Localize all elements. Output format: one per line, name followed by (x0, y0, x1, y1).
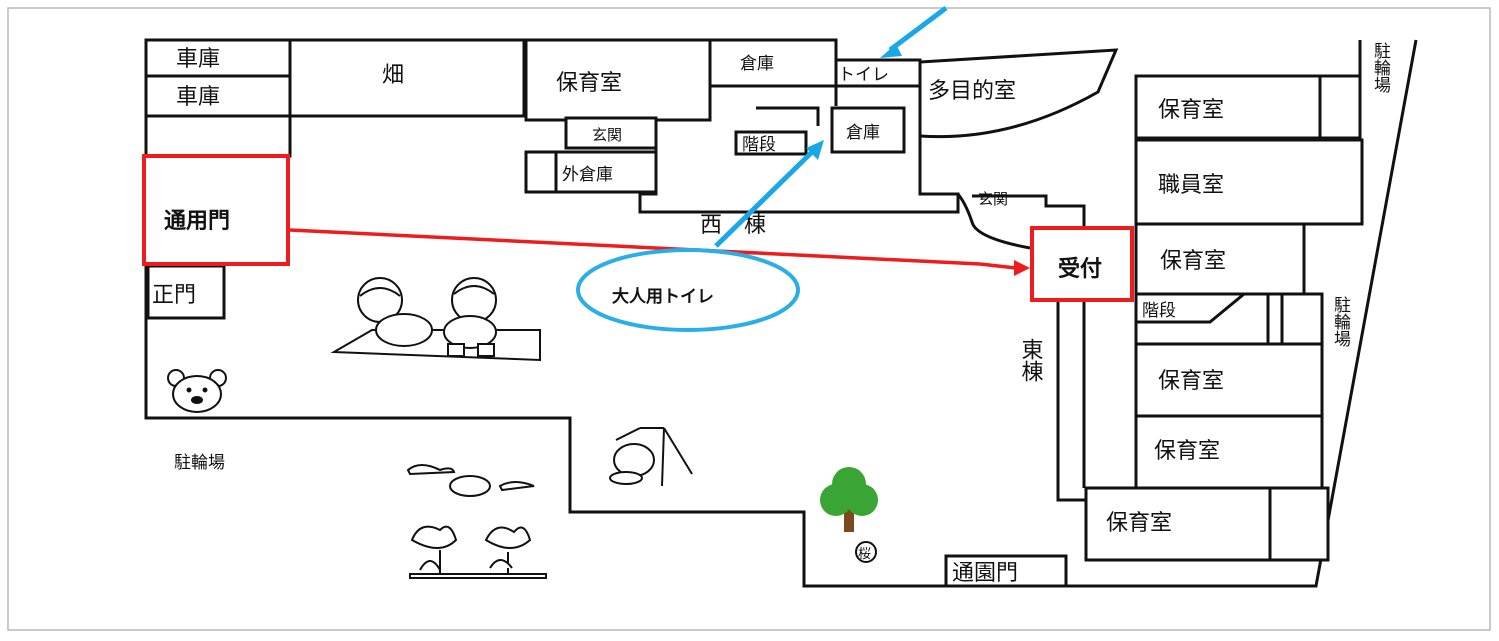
nursery-west (524, 38, 712, 122)
main-gate-label: 正門 (152, 283, 196, 308)
adult-toilet-callout (576, 248, 800, 332)
garage-1-label: 車庫 (176, 47, 220, 72)
stairs-west (734, 106, 820, 156)
common-gate-box (142, 154, 290, 266)
garden-gate (944, 554, 1068, 588)
west-wing-body (638, 118, 960, 214)
birds-tulips-icon (406, 464, 547, 579)
entrance-west (564, 116, 658, 150)
nursery-e2 (1134, 342, 1324, 418)
stairs-west-label: 階段 (742, 135, 776, 155)
field-label: 畑 (382, 63, 404, 88)
staff-room (1134, 138, 1364, 226)
entrance-west-label: 玄関 (592, 126, 622, 144)
stairs-east-label: 階段 (1142, 301, 1176, 321)
toilet-label: トイレ (838, 65, 889, 85)
nursery-se-side (1268, 486, 1330, 562)
adult-toilet-arrowhead (806, 140, 824, 160)
garden-gate-label: 通園門 (952, 561, 1018, 586)
outdoor-storage (554, 150, 658, 194)
adult-toilet-label: 大人用トイレ (612, 286, 714, 307)
nursery-e3-label: 保育室 (1154, 439, 1220, 464)
nursery-se (1084, 486, 1272, 562)
garage-3 (144, 114, 292, 158)
storage-1-label: 倉庫 (740, 54, 774, 74)
multipurpose-label: 多目的室 (928, 79, 1016, 104)
bike-parking-mid-label: 駐輪場 (1330, 296, 1351, 348)
toilet-arrow (888, 6, 948, 52)
main-gate (146, 264, 226, 320)
reception-label: 受付 (1058, 256, 1102, 282)
east-wing-label: 東棟 (1018, 338, 1044, 382)
nursery-ne (1134, 74, 1322, 140)
sakura-icon (855, 541, 877, 563)
staff-room-label: 職員室 (1158, 173, 1224, 198)
route-arrowhead (1014, 260, 1030, 276)
multipurpose-room (918, 48, 1119, 139)
reception-box (1030, 226, 1134, 302)
route-line (289, 228, 981, 266)
bear-face-icon (167, 369, 227, 413)
nursery-west-label: 保育室 (556, 71, 622, 96)
children-playing-icon (330, 277, 541, 362)
garage-2-label: 車庫 (176, 85, 220, 110)
nursery-e1-label: 保育室 (1160, 249, 1226, 274)
image-border (7, 7, 1491, 631)
nursery-e3 (1134, 414, 1324, 490)
toilet-arrowhead (880, 44, 902, 58)
east-corridor-outer (1056, 296, 1086, 502)
site-boundary (144, 39, 1418, 588)
field (288, 38, 526, 118)
storage-2 (830, 106, 906, 154)
nursery-ne-label: 保育室 (1158, 98, 1224, 123)
west-wing-label: 西 棟 (700, 213, 766, 238)
connecting-corridor (956, 193, 1086, 250)
outdoor-storage-label: 外倉庫 (562, 165, 613, 185)
bike-parking-top-label: 駐輪場 (1370, 42, 1391, 94)
common-gate-label: 通用門 (164, 209, 230, 234)
adult-toilet-arrow (714, 150, 814, 248)
storage-1 (708, 38, 838, 88)
bike-parking-left-label: 駐輪場 (174, 453, 225, 473)
entrance-east-label: 玄関 (978, 190, 1008, 208)
storage-2-label: 倉庫 (846, 123, 880, 143)
nursery-ne-side (1318, 74, 1362, 140)
stairs-east-side (1280, 292, 1324, 346)
sakura-label: 桜 (858, 547, 871, 562)
nursery-e2-label: 保育室 (1158, 369, 1224, 394)
tree-icon (820, 467, 878, 532)
outdoor-storage-side (524, 150, 558, 194)
swing-icon (609, 427, 693, 487)
route-line-end (979, 262, 1017, 270)
stairs-east-gap (1266, 292, 1284, 346)
nursery-se-label: 保育室 (1106, 511, 1172, 536)
